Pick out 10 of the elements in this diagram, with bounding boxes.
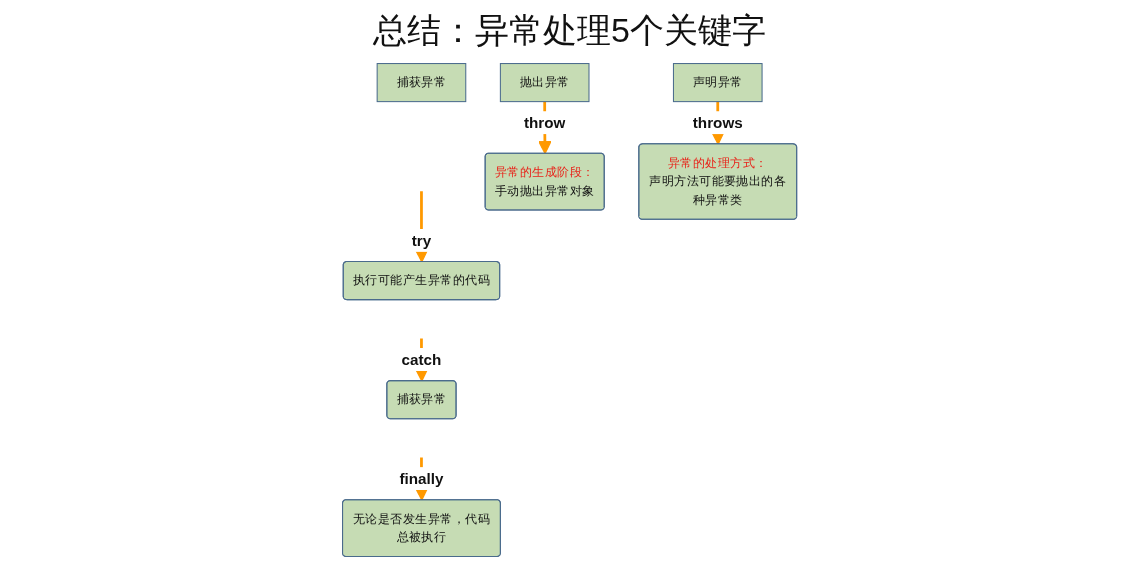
edge-label: catch	[401, 350, 442, 369]
node-box: 抛出异常	[499, 63, 590, 103]
edge-label: throws	[692, 114, 743, 132]
node-box: 捕获异常	[376, 63, 467, 103]
edge-label: finally	[399, 469, 444, 488]
edge-label: try	[411, 231, 432, 250]
title: 总结：异常处理5个关键字	[373, 10, 766, 51]
edge-label: throw	[523, 114, 566, 132]
arrow	[414, 191, 429, 263]
node-box: 声明异常	[672, 63, 763, 103]
